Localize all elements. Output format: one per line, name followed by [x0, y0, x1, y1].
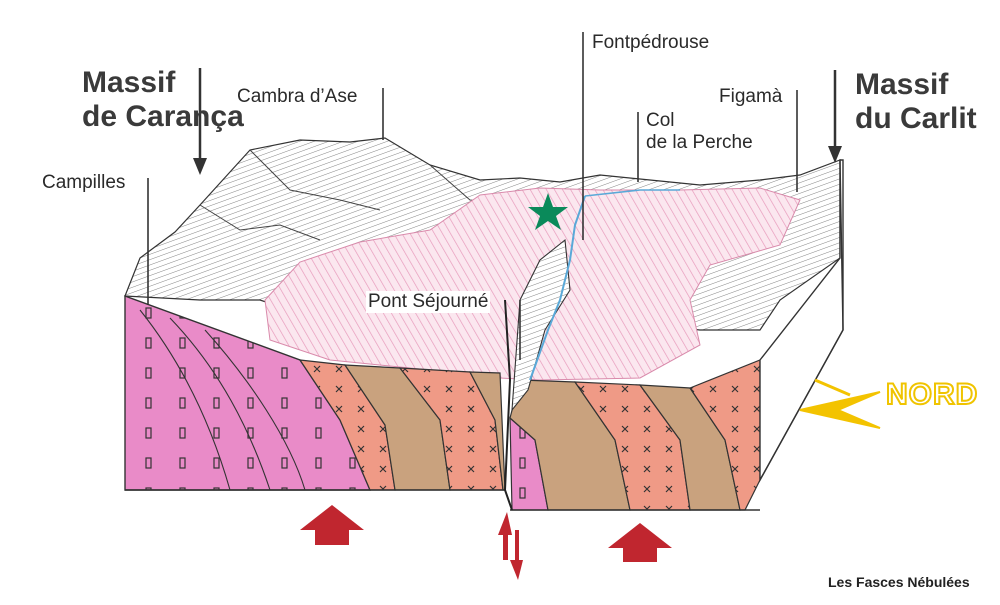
col-line1: Col — [646, 110, 675, 131]
massif-carlit-arrow-icon — [828, 70, 842, 163]
pont-sejourne-label: Pont Séjourné — [366, 291, 491, 313]
location-star-icon — [528, 193, 568, 230]
massif-carlit-label: Massif du Carlit — [855, 68, 977, 136]
col-perche-label: Col de la Perche — [646, 110, 753, 154]
gorge — [511, 238, 571, 412]
col-line2: de la Perche — [646, 132, 753, 153]
cambra-dase-label: Cambra d’Ase — [237, 86, 358, 107]
massif-caranca-label: Massif de Carança — [82, 66, 244, 134]
massif-caranca-line1: Massif — [82, 66, 176, 99]
river — [529, 195, 586, 381]
fault-line — [503, 299, 513, 511]
massif-carlit-line2: du Carlit — [855, 102, 977, 135]
massif-caranca-arrow-icon — [193, 68, 207, 175]
north-arrow-icon — [799, 391, 881, 429]
credit-label: Les Fasces Nébulées — [828, 574, 970, 590]
nord-label: NORD — [885, 377, 979, 412]
figama-label: Figamà — [719, 86, 783, 107]
massif-carlit-line1: Massif — [855, 68, 949, 101]
fontpedrouse-label: Fontpédrouse — [592, 32, 710, 53]
fault-motion-arrows-icon — [498, 512, 523, 580]
campilles-label: Campilles — [42, 172, 126, 193]
massif-caranca-line2: de Carança — [82, 100, 244, 133]
uplift-arrow-right-icon — [608, 523, 672, 562]
uplift-arrow-left-icon — [300, 505, 364, 545]
